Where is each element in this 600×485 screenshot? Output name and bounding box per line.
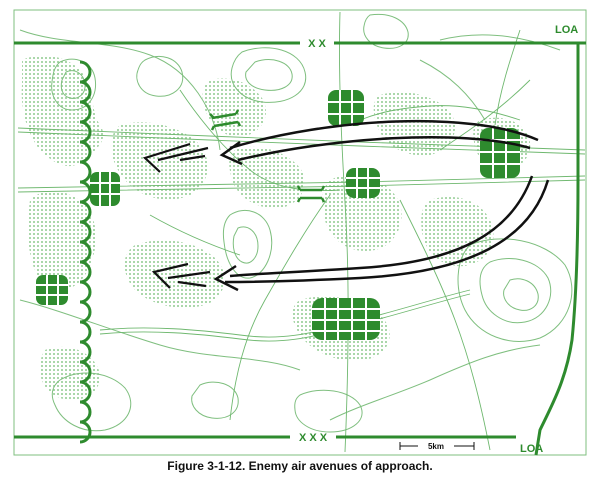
scale-bar [399,442,475,450]
friendly-front-line [79,60,92,444]
bridge-center [296,185,326,203]
air-avenue-south-inner [229,175,534,278]
boundary-label-top: X X [308,38,326,50]
figure-caption: Figure 3-1-12. Enemy air avenues of appr… [167,459,433,473]
boundary-label-bottom: X X X [299,432,328,444]
air-avenue-north-arrowhead [219,140,243,166]
air-avenue-south-return-arrow [151,262,211,289]
air-avenue-south-arrowhead [213,264,239,292]
contour-lines [19,13,573,433]
scale-label: 5km [428,442,444,451]
town-center [346,168,380,198]
loa-line [534,43,580,456]
air-avenue-north [142,119,539,173]
air-avenue-north-outer [229,119,539,150]
loa-label-top: LOA [555,24,578,36]
town-south [312,298,380,340]
air-avenue-south-outer [224,179,550,284]
boundary-lines [14,41,548,439]
loa-label-bottom: LOA [520,443,543,455]
air-avenue-north-inner [237,135,531,162]
bridge-north [209,109,242,131]
map-frame [13,9,587,456]
town-west [90,172,120,206]
town-east [480,128,520,178]
town-southwest [36,275,68,305]
air-avenue-south [151,175,550,292]
town-center-north [328,90,364,126]
air-avenue-north-return-arrow [142,142,209,173]
